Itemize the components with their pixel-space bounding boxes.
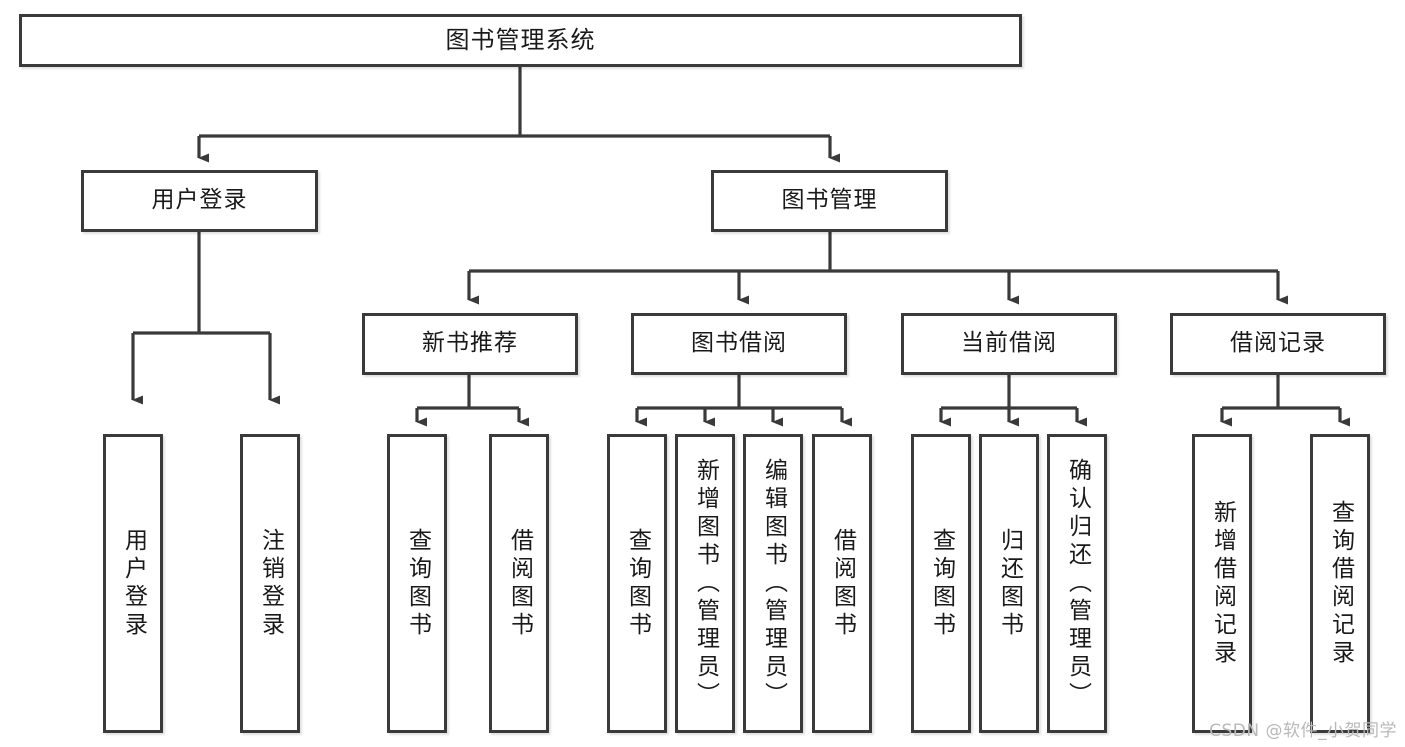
node-borrow-record[interactable]: 借阅记录: [1170, 313, 1386, 375]
node-leaf-query-book-recommend[interactable]: 查询图书: [387, 434, 447, 733]
node-leaf-return-book[interactable]: 归还图书: [979, 434, 1039, 733]
node-root-book-management-system[interactable]: 图书管理系统: [19, 14, 1022, 67]
node-leaf-query-book-borrow[interactable]: 查询图书: [607, 434, 667, 733]
node-leaf-user-login[interactable]: 用户登录: [103, 434, 163, 733]
node-current-borrow[interactable]: 当前借阅: [901, 313, 1117, 375]
node-leaf-add-book-admin[interactable]: 新增图书（管理员）: [675, 434, 735, 733]
node-user-login[interactable]: 用户登录: [81, 170, 318, 232]
node-new-book-recommend[interactable]: 新书推荐: [362, 313, 578, 375]
node-leaf-query-borrow-record[interactable]: 查询借阅记录: [1310, 434, 1370, 733]
node-leaf-confirm-return-admin[interactable]: 确认归还（管理员）: [1047, 434, 1107, 733]
node-leaf-add-borrow-record[interactable]: 新增借阅记录: [1192, 434, 1252, 733]
node-leaf-edit-book-admin[interactable]: 编辑图书（管理员）: [743, 434, 803, 733]
node-leaf-user-logout[interactable]: 注销登录: [240, 434, 300, 733]
node-book-management[interactable]: 图书管理: [711, 170, 948, 232]
node-leaf-query-book-current[interactable]: 查询图书: [911, 434, 971, 733]
node-leaf-borrow-book[interactable]: 借阅图书: [812, 434, 872, 733]
node-book-borrow[interactable]: 图书借阅: [631, 313, 847, 375]
csdn-watermark: CSDN @软件_小贺同学: [1209, 721, 1397, 741]
node-leaf-borrow-book-recommend[interactable]: 借阅图书: [489, 434, 549, 733]
